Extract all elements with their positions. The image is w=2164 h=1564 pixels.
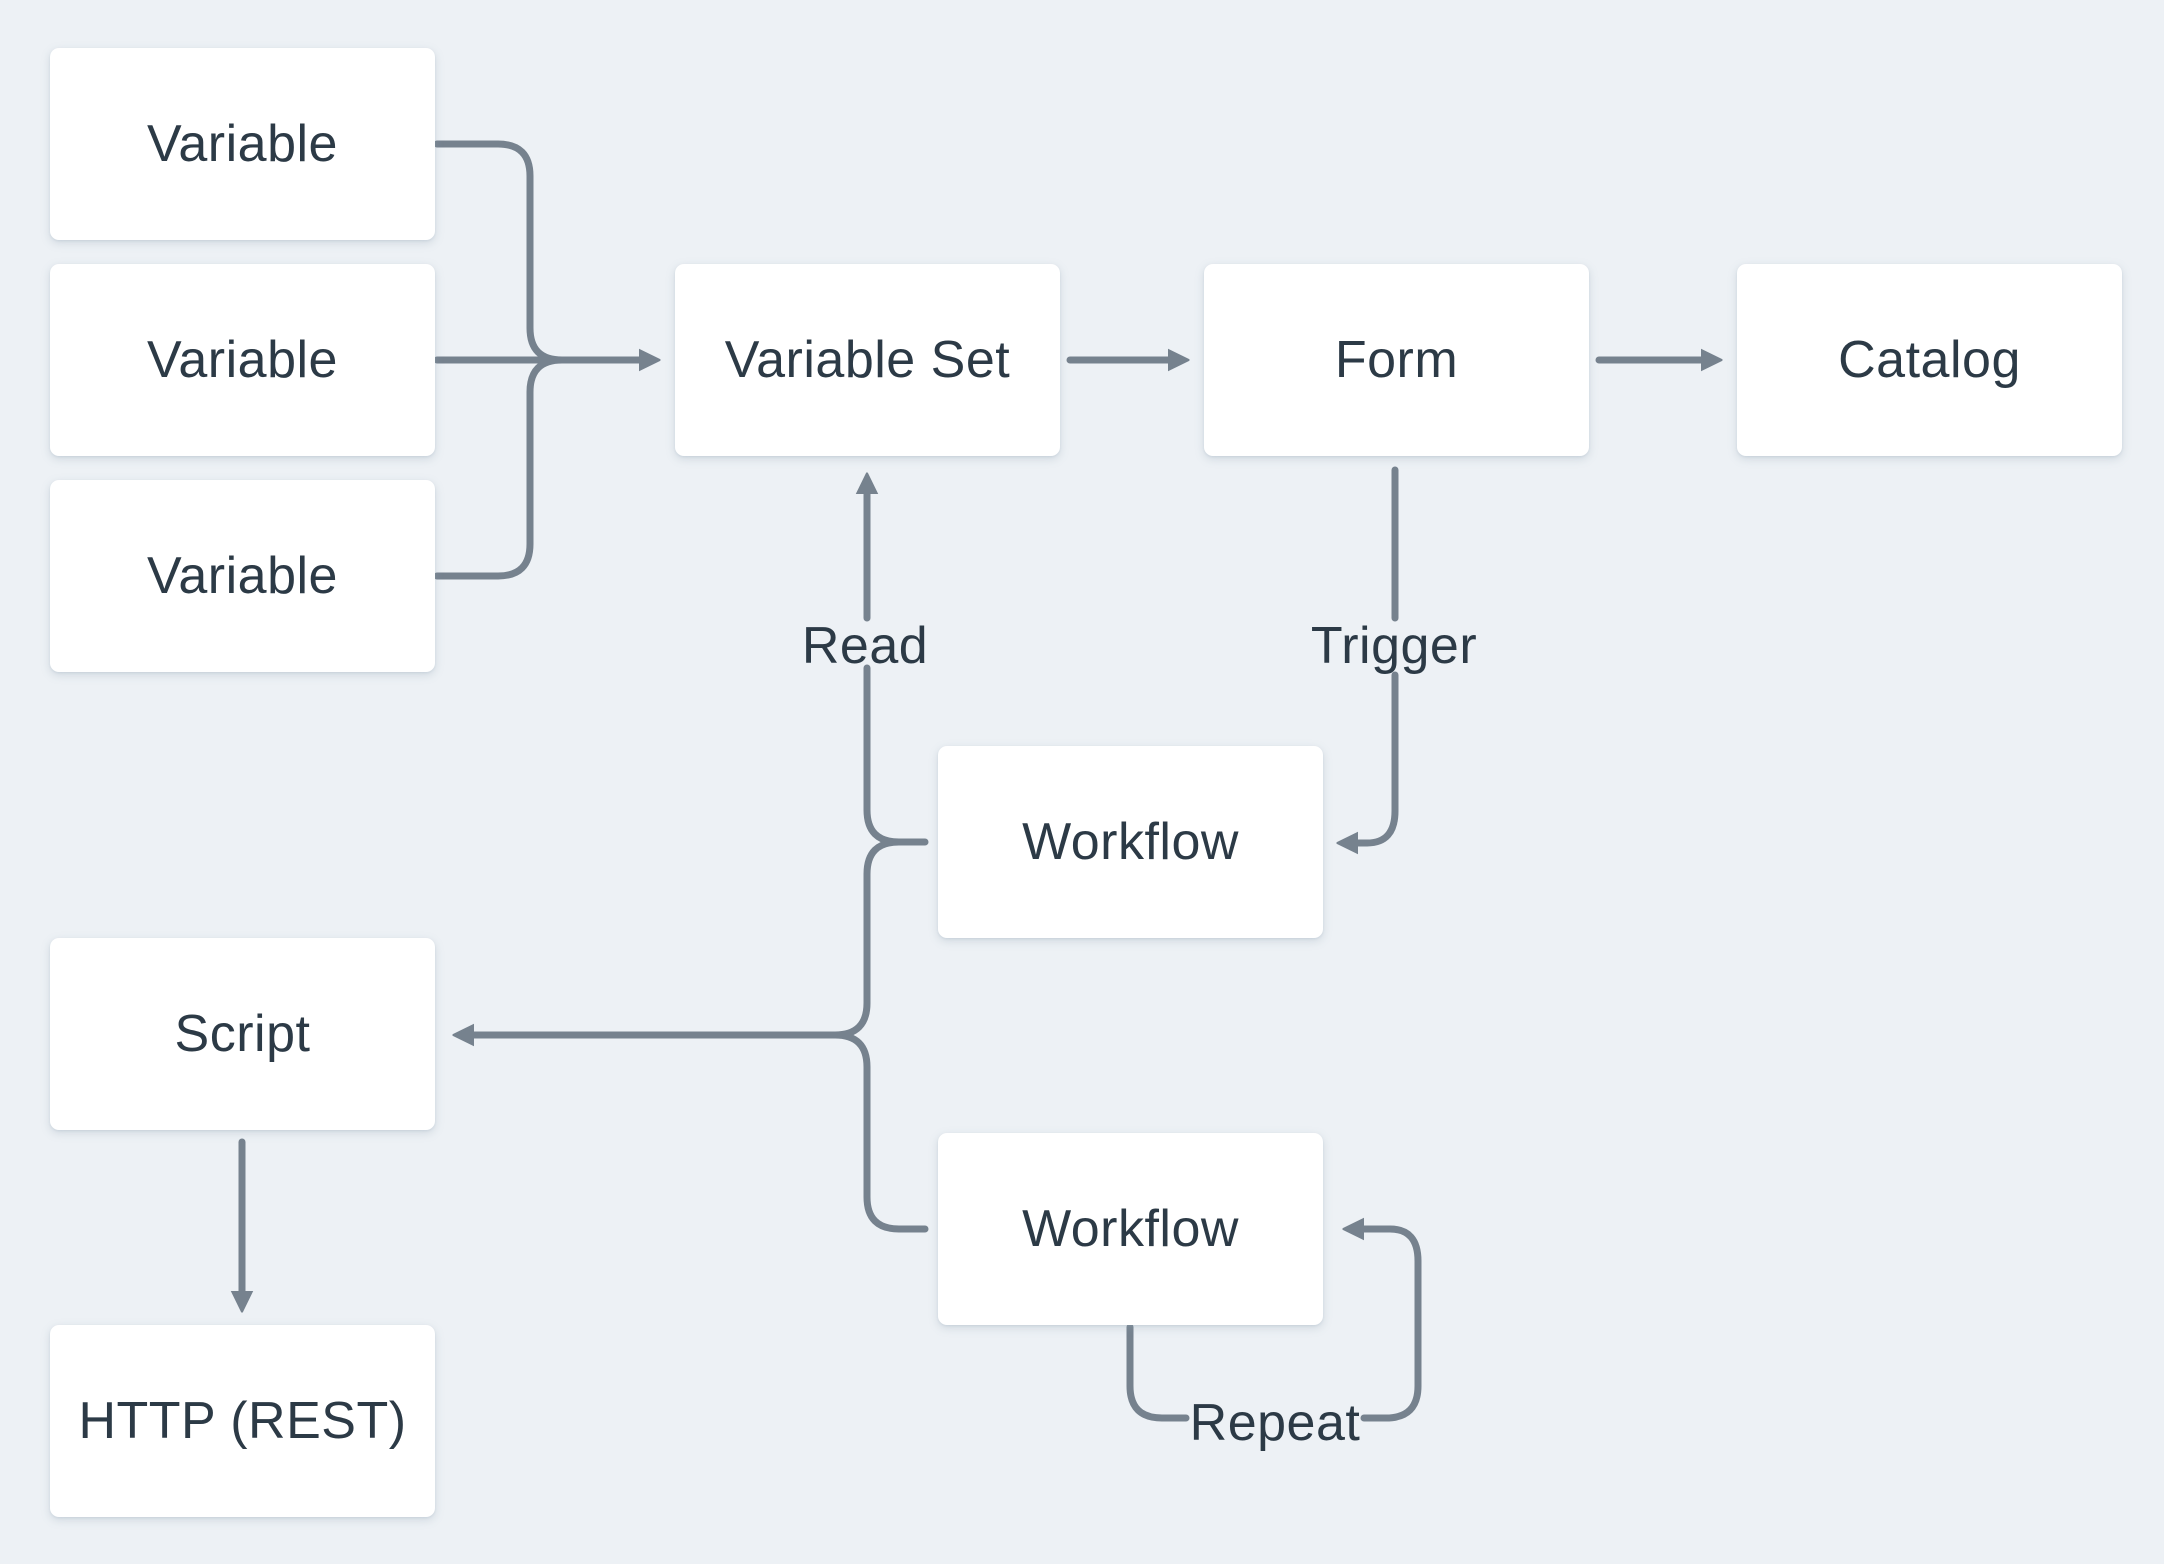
edge-variable-3-merge (433, 356, 566, 580)
node-form: Form (1204, 264, 1589, 456)
edge-repeat-to-workflow-2 (1362, 1229, 1422, 1422)
node-catalog: Catalog (1737, 264, 2122, 456)
node-variable-set: Variable Set (675, 264, 1060, 456)
edge-variable-1-merge (433, 140, 566, 364)
node-http-rest: HTTP (REST) (50, 1325, 435, 1517)
node-variable-2: Variable (50, 264, 435, 456)
edge-workflow-2-to-repeat (1126, 1323, 1190, 1422)
node-label-http-rest: HTTP (REST) (78, 1392, 407, 1450)
node-script: Script (50, 938, 435, 1130)
edge-label-repeat: Repeat (1189, 1394, 1361, 1452)
node-label-script: Script (174, 1005, 311, 1063)
node-label-workflow-2: Workflow (1022, 1200, 1239, 1258)
node-label-variable-3: Variable (147, 547, 338, 605)
node-workflow-1: Workflow (938, 746, 1323, 938)
edge-trigger-to-workflow-1 (1356, 671, 1399, 843)
node-label-variable-set: Variable Set (724, 331, 1011, 389)
edge-label-trigger: Trigger (1310, 617, 1478, 675)
node-label-variable-1: Variable (147, 115, 338, 173)
edge-rail-to-workflow-2 (831, 1031, 929, 1233)
node-label-catalog: Catalog (1838, 331, 2021, 389)
node-label-form: Form (1334, 331, 1459, 389)
edge-read-rail-to-workflow-1 (863, 664, 929, 846)
edge-label-read: Read (801, 617, 929, 675)
node-variable-1: Variable (50, 48, 435, 240)
node-label-workflow-1: Workflow (1022, 813, 1239, 871)
node-variable-3: Variable (50, 480, 435, 672)
edge-workflow-1-rail-down (831, 838, 903, 1039)
node-label-variable-2: Variable (147, 331, 338, 389)
node-workflow-2: Workflow (938, 1133, 1323, 1325)
